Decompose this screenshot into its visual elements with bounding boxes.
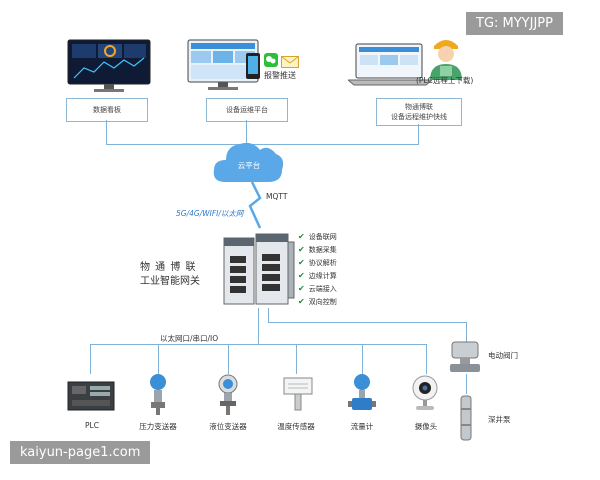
engineer-icon xyxy=(428,36,464,84)
connector-line xyxy=(106,144,419,145)
device-label-camera: 摄像头 xyxy=(414,422,438,431)
deep-well-pump-icon xyxy=(458,394,474,446)
cloud-label: 云平台 xyxy=(237,161,261,170)
connector-line xyxy=(418,124,419,144)
level-transmitter-icon xyxy=(214,372,242,420)
pump-label: 深井泵 xyxy=(488,415,511,424)
connector-line xyxy=(268,308,269,322)
cloud-icon xyxy=(210,136,286,192)
valve-label: 电动阀门 xyxy=(488,351,518,360)
wechat-icon xyxy=(264,52,278,71)
feature-item: ✔边缘计算 xyxy=(298,271,337,280)
dashboard-monitor-icon xyxy=(66,38,152,98)
connector-line xyxy=(90,344,426,345)
connector-line xyxy=(268,322,466,323)
camera-icon xyxy=(410,374,440,418)
check-icon: ✔ xyxy=(298,297,305,306)
device-label-flow: 流量计 xyxy=(350,422,374,431)
feature-item: ✔双向控制 xyxy=(298,297,337,306)
gateway-title-line1: 物 通 博 联 xyxy=(140,262,197,273)
gateway-title-line2: 工业智能网关 xyxy=(140,276,200,287)
dashboard-box: 数据看板 xyxy=(66,98,148,122)
connector-line xyxy=(362,344,363,374)
connector-line xyxy=(90,344,91,374)
feature-item: ✔云端接入 xyxy=(298,284,337,293)
connector-line xyxy=(258,308,259,344)
connector-line xyxy=(466,322,467,342)
phone-icon xyxy=(245,52,261,84)
platform-box: 设备运维平台 xyxy=(206,98,288,122)
check-icon: ✔ xyxy=(298,271,305,280)
flow-meter-icon xyxy=(348,372,376,420)
connector-line xyxy=(246,120,247,144)
protocol-label: MQTT xyxy=(266,192,288,201)
watermark-top: TG: MYYJJPP xyxy=(466,12,563,35)
connector-line xyxy=(466,374,467,394)
device-label-temperature: 温度传感器 xyxy=(277,422,315,431)
connector-line xyxy=(158,344,159,374)
alarm-label: 报警推送 xyxy=(264,71,296,80)
lightning-icon xyxy=(246,181,266,234)
remote-box: 物通博联 设备远程维护快线 xyxy=(376,98,462,126)
laptop-icon xyxy=(346,42,434,90)
watermark-bottom: kaiyun-page1.com xyxy=(10,441,151,464)
feature-item: ✔设备联网 xyxy=(298,232,337,241)
device-label-level: 液位变送器 xyxy=(209,422,247,431)
connector-line xyxy=(106,120,107,144)
network-label: 5G/4G/WIFI/以太网 xyxy=(176,209,244,218)
check-icon: ✔ xyxy=(298,258,305,267)
temperature-sensor-icon xyxy=(282,376,314,416)
plc-icon xyxy=(66,376,116,416)
feature-item: ✔协议解析 xyxy=(298,258,337,267)
device-label-plc: PLC xyxy=(85,421,99,430)
electric-valve-icon xyxy=(448,338,484,378)
check-icon: ✔ xyxy=(298,284,305,293)
feature-item: ✔数据采集 xyxy=(298,245,337,254)
plc-remote-label: (PLC远程上下载) xyxy=(416,76,474,85)
connector-line xyxy=(296,344,297,374)
device-label-pressure: 压力变送器 xyxy=(139,422,177,431)
check-icon: ✔ xyxy=(298,245,305,254)
interface-label: 以太网口/串口/IO xyxy=(160,334,219,343)
connector-line xyxy=(228,344,229,374)
gateway-device-icon xyxy=(222,232,298,312)
connector-line xyxy=(426,344,427,374)
mail-icon xyxy=(281,53,299,72)
pressure-transmitter-icon xyxy=(146,372,170,420)
check-icon: ✔ xyxy=(298,232,305,241)
feature-list: ✔设备联网 ✔数据采集 ✔协议解析 ✔边缘计算 ✔云端接入 ✔双向控制 xyxy=(298,230,337,308)
